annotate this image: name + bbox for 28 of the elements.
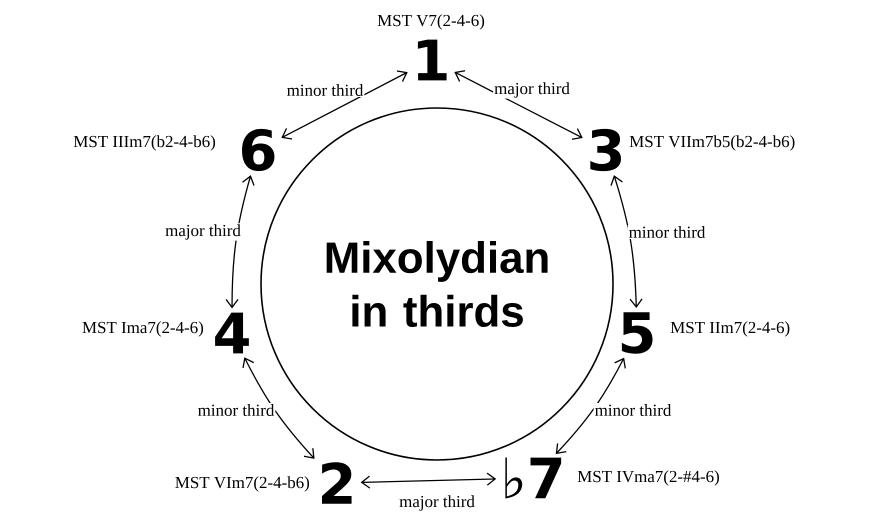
double-arrow <box>226 175 255 308</box>
degree-number: 1 <box>418 40 447 80</box>
edge-label: major third <box>164 223 242 241</box>
chord-label: MST IIm7(2-4-6) <box>670 321 790 337</box>
edge-label: minor third <box>196 403 276 417</box>
degree-number: 6 <box>242 128 274 172</box>
edge-label: minor third <box>286 83 364 97</box>
degree-number: 4 <box>215 312 249 354</box>
chord-label: MST VIm7(2-4-b6) <box>175 476 310 492</box>
double-arrow <box>610 175 643 308</box>
double-arrow <box>454 70 583 140</box>
chord-label: MST VIIm7b5(b2-4-b6) <box>630 135 794 151</box>
degree-number: 3 <box>590 128 621 172</box>
double-arrow <box>556 358 626 454</box>
double-arrow <box>281 70 408 140</box>
chord-label: MST IVma7(2-#4-6) <box>578 470 719 486</box>
double-arrow <box>360 472 496 489</box>
edge-label: major third <box>398 494 476 512</box>
degree-number: ♭7 <box>505 458 562 498</box>
edge-label: minor third <box>628 225 706 239</box>
chord-label: MST Ima7(2-4-6) <box>82 321 204 337</box>
degree-number: 5 <box>622 312 653 354</box>
chord-label: MST V7(2-4-6) <box>378 14 484 30</box>
degree-number: 2 <box>322 462 352 504</box>
edge-label: major third <box>493 81 571 99</box>
double-arrow <box>242 357 315 459</box>
chord-label: MST IIIm7(b2-4-b6) <box>74 135 216 151</box>
edge-label: minor third <box>594 403 672 417</box>
